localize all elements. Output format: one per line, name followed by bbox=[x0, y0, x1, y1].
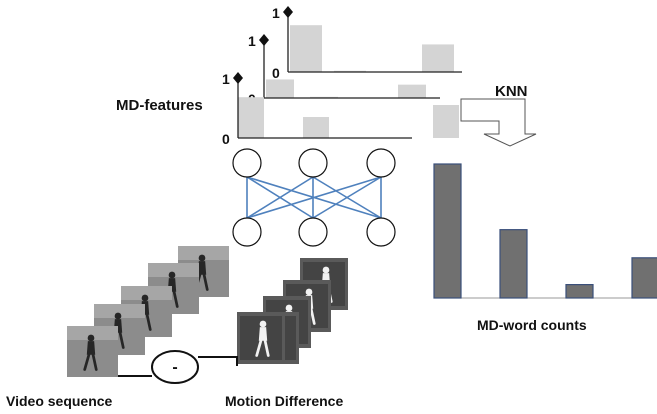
video-frame bbox=[67, 326, 118, 377]
axis-diamond-marker bbox=[259, 34, 269, 46]
word-count-bar bbox=[631, 257, 657, 299]
md-word-count-chart bbox=[433, 163, 657, 299]
knn-label: KNN bbox=[495, 83, 528, 100]
difference-operator: - bbox=[118, 350, 238, 384]
person-legs bbox=[255, 339, 270, 357]
frame-sky bbox=[148, 263, 199, 277]
frame-sky bbox=[178, 246, 229, 260]
person-head bbox=[198, 254, 206, 262]
knn-arrow bbox=[460, 98, 537, 147]
word-count-bar bbox=[433, 163, 462, 299]
word-count-bar bbox=[565, 284, 594, 299]
histogram-front: 10 bbox=[222, 71, 459, 147]
frame-sky bbox=[121, 286, 172, 300]
person-head bbox=[114, 312, 122, 320]
person-head bbox=[305, 288, 313, 296]
frame-sky bbox=[94, 304, 145, 318]
person-body bbox=[197, 261, 207, 275]
neural-network bbox=[232, 148, 396, 247]
minus-sign: - bbox=[172, 359, 177, 376]
md-feature-histograms: 10 10 10 bbox=[222, 5, 462, 147]
person-head bbox=[87, 334, 95, 342]
video-sequence-label: Video sequence bbox=[6, 393, 113, 409]
motion-frame bbox=[237, 312, 285, 364]
person-body bbox=[86, 341, 96, 355]
histogram-back: 10 bbox=[272, 5, 462, 81]
person-legs bbox=[83, 353, 98, 371]
network-node-input bbox=[366, 148, 396, 178]
network-node-output bbox=[366, 217, 396, 247]
md-word-counts-label: MD-word counts bbox=[477, 317, 587, 333]
person-head bbox=[141, 294, 149, 302]
person-head bbox=[322, 266, 330, 274]
axis-diamond-marker bbox=[283, 6, 293, 18]
connector-right bbox=[198, 356, 238, 366]
histogram-bar bbox=[398, 84, 426, 98]
network-edge bbox=[246, 176, 382, 219]
video-sequence-frames bbox=[67, 246, 229, 377]
network-node-output bbox=[232, 217, 262, 247]
frame-sky bbox=[67, 326, 118, 340]
person-body bbox=[258, 327, 268, 341]
histogram-bar bbox=[303, 117, 329, 138]
histogram-max-label: 1 bbox=[222, 71, 230, 87]
minus-operator-node bbox=[151, 350, 199, 384]
word-count-bar bbox=[499, 229, 528, 299]
motion-difference-label: Motion Difference bbox=[225, 393, 343, 409]
network-edge bbox=[246, 176, 314, 219]
video-frame bbox=[94, 304, 145, 355]
network-node-input bbox=[232, 148, 262, 178]
histogram-bar bbox=[290, 25, 322, 72]
histogram-zero-label: 0 bbox=[222, 131, 230, 147]
histogram-bar bbox=[238, 97, 264, 138]
person-head bbox=[168, 271, 176, 279]
histogram-bar bbox=[422, 44, 454, 72]
histogram-bar bbox=[433, 105, 459, 138]
person-head bbox=[285, 304, 293, 312]
person-head bbox=[259, 320, 267, 328]
histogram-max-label: 1 bbox=[248, 33, 256, 49]
histogram-bar bbox=[266, 79, 294, 98]
network-node-input bbox=[298, 148, 328, 178]
histogram-max-label: 1 bbox=[272, 5, 280, 21]
network-edge bbox=[312, 176, 382, 219]
md-features-label: MD-features bbox=[116, 97, 203, 114]
network-node-output bbox=[298, 217, 328, 247]
histogram-zero-label: 0 bbox=[272, 65, 280, 81]
axis-diamond-marker bbox=[233, 72, 243, 84]
motion-difference-frames bbox=[237, 258, 348, 364]
